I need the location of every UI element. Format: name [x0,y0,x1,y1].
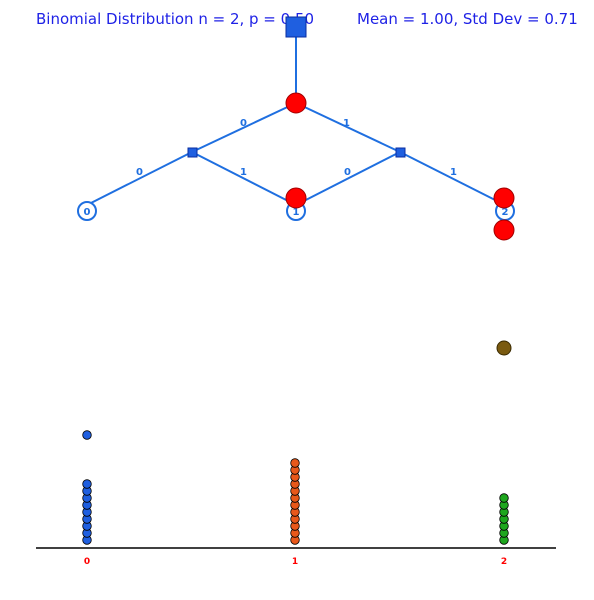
node-left-square [187,147,198,158]
edge-label-l2-right-left: 0 [344,167,351,178]
terminal-node-0 [77,201,97,221]
terminal-labels: 0 1 2 [84,207,509,218]
edge-level2-left-right [191,151,297,206]
edge-label-l2-left-right: 1 [240,167,247,178]
histogram-ball [499,493,509,503]
terminal-label-2: 2 [502,207,509,218]
node-right-square [395,147,406,158]
terminal-label-1: 1 [293,207,300,218]
active-ball-top [285,92,307,114]
histogram [82,430,509,545]
edge-level1-right [295,102,401,153]
edge-label-l2-left-left: 0 [136,167,143,178]
histogram-ball [82,479,92,489]
galton-tree [86,30,506,206]
edge-level2-left-left [86,151,193,206]
edge-level1-left [191,102,297,153]
falling-ball [496,340,512,356]
histogram-ball [290,458,300,468]
active-ball-bin2 [493,187,515,209]
histogram-bin-labels: 0 1 2 [84,557,507,567]
active-ball-dropping [493,219,515,241]
bin-label-1: 1 [292,557,298,567]
landing-ball [82,430,92,440]
edge-label-l1-left: 0 [240,118,247,129]
distribution-stats: Mean = 1.00, Std Dev = 0.71 [357,10,578,28]
root-source-square [285,16,307,38]
edge-label-l2-right-right: 1 [450,167,457,178]
distribution-title: Binomial Distribution n = 2, p = 0.50 [36,10,315,28]
active-balls [285,92,515,241]
edge-label-l1-right: 1 [343,118,350,129]
terminal-label-0: 0 [84,207,91,218]
edge-labels: 0 1 0 1 0 1 [136,118,457,178]
bin-label-2: 2 [501,557,507,567]
edge-level2-right-right [399,151,506,206]
active-ball-bin1 [285,187,307,209]
edge-level2-right-left [295,151,401,206]
bin-label-0: 0 [84,557,90,567]
